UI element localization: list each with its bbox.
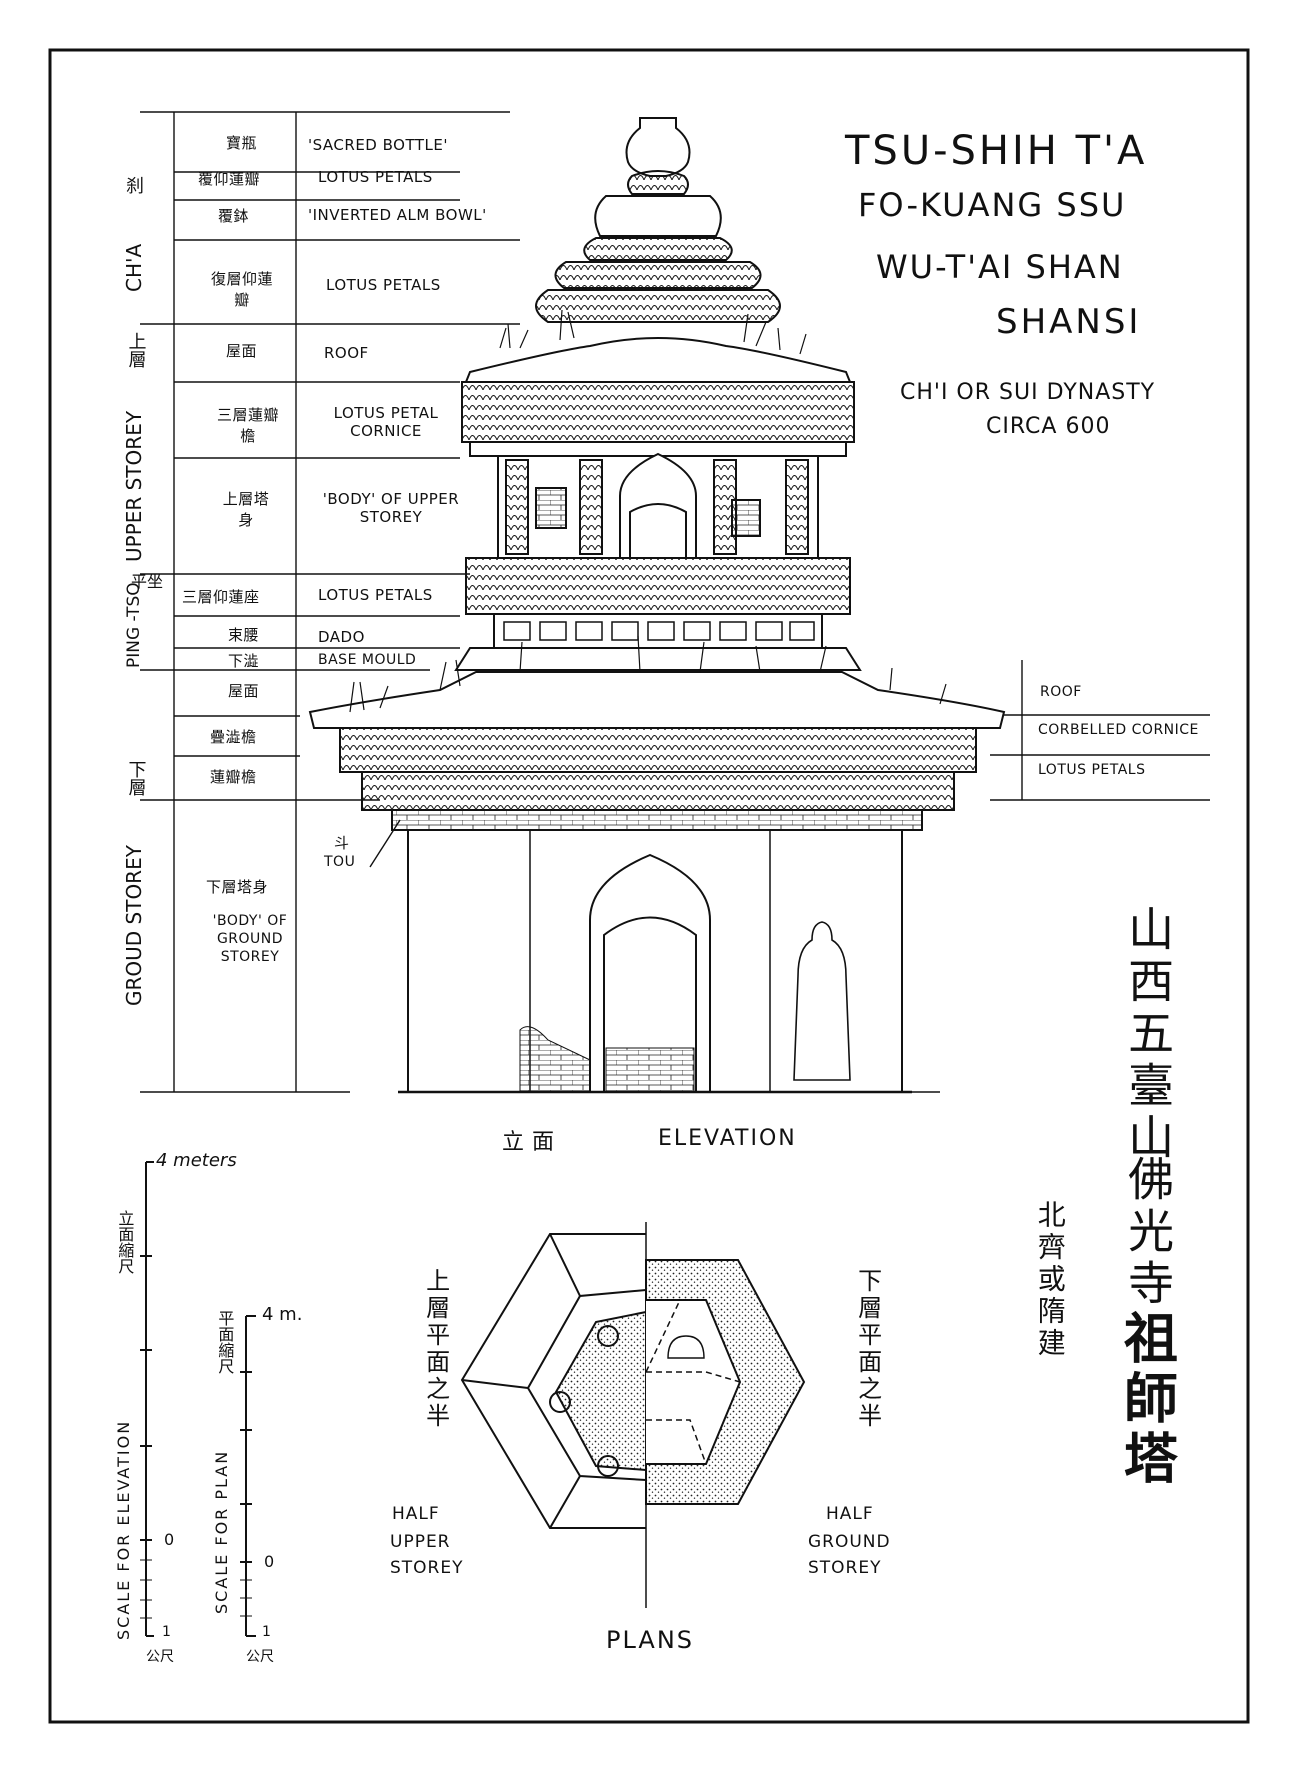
ping-tso-lotus-petals <box>465 557 851 615</box>
label-2-en: 'INVERTED ALM BOWL' <box>308 206 487 224</box>
elevation-scale-top: 4 meters <box>156 1150 237 1171</box>
label-8-zh: 束腰 <box>228 626 260 644</box>
elevation-scale-bar <box>140 1161 154 1637</box>
section-cha-zh: 刹 <box>126 176 144 197</box>
damaged-wall-patch <box>519 1026 591 1093</box>
plan-left-en-1: HALF <box>392 1504 440 1524</box>
plan-scale-top: 4 m. <box>262 1304 303 1325</box>
label-13-en: 'BODY' OF GROUND STOREY <box>212 913 288 966</box>
tou-label-zh: 斗 <box>334 834 350 852</box>
elevation-scale-zero: 0 <box>164 1530 175 1549</box>
label-1-zh: 覆仰蓮瓣 <box>198 170 261 188</box>
plans-caption: PLANS <box>606 1626 694 1654</box>
plan-scale-foot: 公尺 <box>246 1649 274 1665</box>
elevation-caption-en: ELEVATION <box>658 1126 797 1151</box>
label-12-zh: 蓮瓣檐 <box>210 768 257 786</box>
monk-figure <box>793 921 851 1081</box>
plan-scale-one: 1 <box>262 1624 271 1640</box>
label-8-en: DADO <box>318 628 365 646</box>
label-7-zh: 三層仰蓮座 <box>182 588 260 606</box>
plan-left-en-3: STOREY <box>390 1558 464 1578</box>
label-4-zh: 屋面 <box>226 342 258 360</box>
section-ground-en: GROUD STOREY <box>122 845 146 1006</box>
title-line-2: FO-KUANG SSU <box>858 186 1127 224</box>
elevation-scale-one: 1 <box>162 1624 171 1640</box>
label-5-zh: 三層蓮瓣檐 <box>216 406 279 445</box>
upper-window-left <box>535 487 567 529</box>
chinese-temple-name: 佛光寺 <box>1121 1155 1176 1311</box>
plan-scale-bar <box>240 1315 256 1637</box>
plan-right-en-2: GROUND <box>808 1532 891 1552</box>
lower-lotus-petal-cornice <box>361 771 955 811</box>
corbelled-cornice <box>339 727 977 773</box>
label-3-zh: 復層仰蓮瓣 <box>210 270 273 309</box>
upper-lotus-cornice <box>461 381 855 443</box>
label-7-en: LOTUS PETALS <box>318 586 433 604</box>
label-3-en: LOTUS PETALS <box>326 276 441 294</box>
title-line-3: WU-T'AI SHAN <box>876 248 1124 286</box>
spire-lotus-tier-2 <box>554 261 762 289</box>
chinese-place-name: 山西五臺山 <box>1121 905 1176 1165</box>
label-9-en: BASE MOULD <box>318 652 417 668</box>
right-label-lotus: LOTUS PETALS <box>1038 762 1146 778</box>
title-line-4: SHANSI <box>996 302 1142 342</box>
tou-label-en: TOU <box>324 854 356 870</box>
plan-right-zh: 下層平面之半 <box>853 1268 882 1430</box>
elevation-caption-zh: 立面 <box>502 1130 563 1155</box>
ping-tso-base-mould <box>454 647 862 671</box>
plan-right-en-1: HALF <box>826 1504 874 1524</box>
label-13-zh: 下層塔身 <box>206 878 269 896</box>
plan-scale-caption: SCALE FOR PLAN <box>212 1449 231 1614</box>
label-2-zh: 覆鉢 <box>218 207 250 225</box>
section-pingtso-en: PING -TSO <box>124 582 144 668</box>
chinese-pagoda-name: 祖師塔 <box>1114 1310 1178 1490</box>
section-cha-en: CH'A <box>122 243 146 292</box>
label-5-en: LOTUS PETAL CORNICE <box>333 404 439 440</box>
section-pingtso-zh: 平坐 <box>130 572 163 591</box>
label-6-en: 'BODY' OF UPPER STOREY <box>322 490 460 526</box>
section-upper-zh: 上層 <box>125 332 147 368</box>
tou-brackets <box>391 809 923 831</box>
inverted-bowl <box>594 195 722 237</box>
label-10-zh: 屋面 <box>228 682 260 700</box>
ping-tso-dado <box>493 613 823 649</box>
sacred-bottle-finial <box>625 117 691 177</box>
elevation-scale-foot: 公尺 <box>146 1649 174 1665</box>
drawing-frame <box>48 48 1250 1724</box>
title-line-1: TSU-SHIH T'A <box>845 128 1148 174</box>
dynasty-label: CH'I OR SUI DYNASTY <box>900 380 1156 405</box>
label-1-en: LOTUS PETALS <box>318 168 433 186</box>
date-label: CIRCA 600 <box>986 414 1111 439</box>
label-9-zh: 下澁 <box>228 652 260 670</box>
spire-lotus-tier-3 <box>535 289 781 323</box>
label-11-zh: 疊澁檐 <box>210 728 257 746</box>
plan-left-zh: 上層平面之半 <box>421 1268 450 1430</box>
elevation-scale-caption: SCALE FOR ELEVATION <box>114 1419 133 1640</box>
grass-tufts <box>349 309 947 713</box>
section-upper-en: UPPER STOREY <box>122 410 146 562</box>
plan-drawing <box>460 1222 806 1608</box>
chinese-dynasty: 北齊或隋建 <box>1033 1200 1067 1360</box>
lotus-petals-finial <box>627 170 689 195</box>
label-4-en: ROOF <box>324 344 369 362</box>
right-label-corbelled: CORBELLED CORNICE <box>1038 722 1199 738</box>
right-label-roof: ROOF <box>1040 684 1082 700</box>
elevation-scale-zh: 立面縮尺 <box>115 1210 135 1274</box>
lower-roof <box>308 671 1006 729</box>
label-0-en: 'SACRED BOTTLE' <box>308 136 448 154</box>
section-ground-zh: 下層 <box>125 760 147 796</box>
label-6-zh: 上層塔身 <box>222 490 270 529</box>
plan-right-en-3: STOREY <box>808 1558 882 1578</box>
plan-left-en-2: UPPER <box>390 1532 451 1552</box>
pagoda-elevation <box>308 117 1006 1094</box>
plan-scale-zh: 平面縮尺 <box>215 1310 235 1374</box>
spire-lotus-tier-1 <box>583 237 733 261</box>
label-0-zh: 寶瓶 <box>226 134 258 152</box>
upper-roof <box>464 337 852 383</box>
plan-scale-zero: 0 <box>264 1552 275 1571</box>
